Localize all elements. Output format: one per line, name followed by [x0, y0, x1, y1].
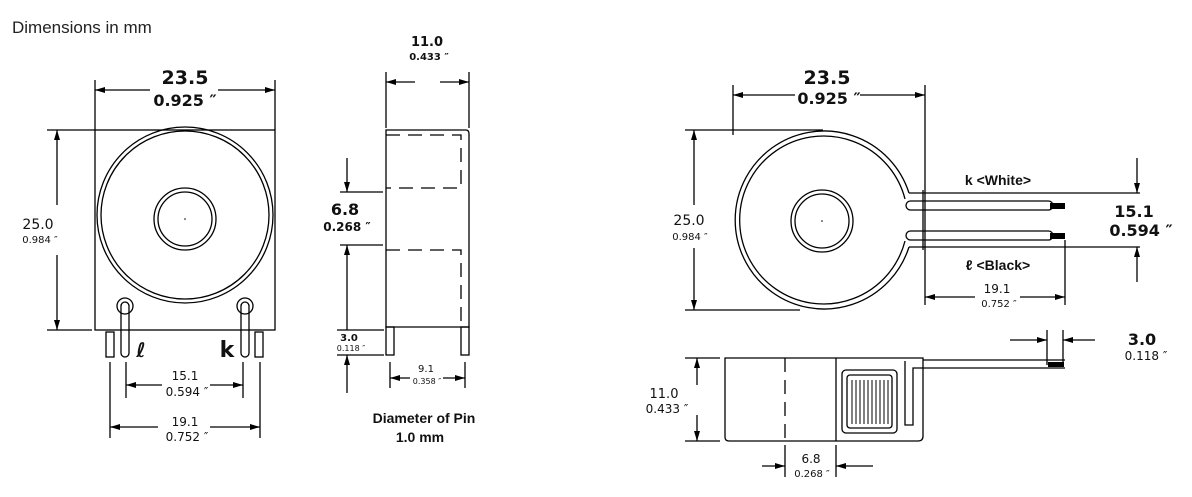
pin-outer-in: 0.752 ″	[166, 430, 209, 444]
lead-side-body	[724, 357, 924, 442]
lead-black-label: ℓ <Black>	[966, 257, 1030, 273]
center-hole-inner	[157, 191, 213, 247]
pin-span-in: 0.358 ″	[413, 377, 441, 386]
width-mm: 23.5	[162, 67, 209, 89]
pin-left	[105, 331, 115, 358]
front-view: ℓ k 23.5 0.925 ″ 25.0 0.984 ″ 15.1 0.594…	[22, 67, 276, 444]
depth-mm: 11.0	[411, 35, 443, 50]
side-view: 11.0 0.433 ″ 6.8 0.268 ″ 3.0 0.118 ″ 9.1…	[323, 35, 475, 445]
lead-hole-in: 0.268 ″	[794, 469, 830, 480]
terminal-l-label: ℓ	[135, 338, 145, 362]
lead-black	[905, 230, 1054, 241]
lead-len-in: 0.752 ″	[981, 299, 1017, 310]
lead-depth-in: 0.433 ″	[646, 402, 689, 416]
hole-in: 0.268 ″	[323, 220, 371, 234]
lead-width-mm: 23.5	[804, 67, 851, 89]
lead-loop-k	[236, 297, 254, 315]
center-hole-outer	[153, 187, 217, 251]
strip-in: 0.118 ″	[1125, 349, 1168, 363]
terminal-k-label: k	[220, 338, 236, 363]
lead-side-view: 3.0 0.118 ″ 11.0 0.433 ″ 6.8 0.268 ″	[646, 330, 1168, 480]
pin-diameter-note: Diameter of Pin	[373, 410, 476, 426]
lead-white-label: k <White>	[965, 172, 1031, 188]
toroid-outer-inner-edge	[100, 130, 270, 300]
pin-len-mm: 3.0	[340, 333, 358, 344]
toroid-outer	[96, 126, 274, 304]
pin-span-mm: 9.1	[418, 364, 434, 375]
lead-toroid-outer	[734, 130, 910, 310]
lead-width-in: 0.925 ″	[797, 89, 860, 108]
housing-outline	[94, 129, 276, 331]
height-mm: 25.0	[22, 217, 53, 233]
side-body	[385, 129, 470, 328]
pin-len-in: 0.118 ″	[337, 344, 365, 353]
pin-inner-in: 0.594 ″	[166, 385, 209, 399]
lead-height-mm: 25.0	[673, 213, 704, 229]
pin-diameter-value: 1.0 mm	[396, 429, 444, 445]
dimensions-caption: Dimensions in mm	[12, 18, 152, 37]
lead-top-view: k <White> ℓ <Black> 23.5 0.925 ″ 25.0 0.…	[672, 67, 1173, 311]
depth-in: 0.433 ″	[409, 52, 449, 63]
lead-hole-mm: 6.8	[801, 452, 820, 466]
hole-mm: 6.8	[331, 200, 359, 219]
lead-k	[240, 301, 250, 358]
width-in: 0.925 ″	[153, 91, 216, 110]
lead-spacing-mm: 15.1	[1114, 202, 1153, 221]
lead-len-mm: 19.1	[984, 282, 1011, 296]
lead-loop-l	[116, 297, 134, 315]
coil-outer	[841, 369, 898, 434]
lead-hole-outer	[790, 189, 854, 253]
lead-white	[905, 200, 1054, 211]
lead-depth-mm: 11.0	[650, 387, 679, 402]
lead-height-in: 0.984 ″	[672, 232, 708, 243]
side-pin-left	[385, 326, 395, 356]
pin-inner-mm: 15.1	[172, 369, 199, 383]
side-pin-right	[460, 326, 470, 356]
pin-right	[254, 331, 264, 358]
height-in: 0.984 ″	[22, 235, 58, 246]
strip-mm: 3.0	[1128, 330, 1156, 349]
pin-outer-mm: 19.1	[172, 415, 199, 429]
lead-spacing-in: 0.594 ″	[1109, 221, 1172, 240]
lead-hole-inner	[794, 193, 850, 249]
lead-l	[120, 301, 130, 358]
